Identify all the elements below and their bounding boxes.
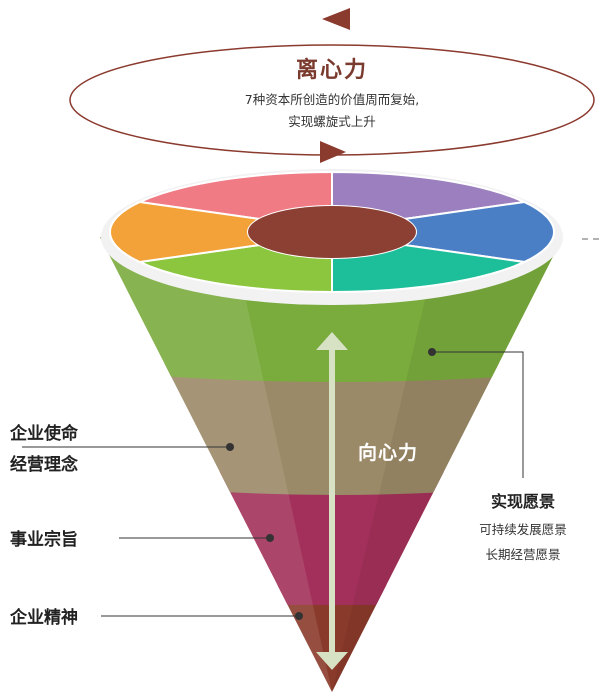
- dot-vision: [428, 348, 436, 356]
- funnel-top-face: [101, 169, 563, 305]
- label-vision-title: 实现愿景: [491, 492, 555, 511]
- centrifugal-desc-line2: 实现螺旋式上升: [288, 114, 376, 129]
- dot-purpose: [266, 534, 274, 542]
- capital-segments: [108, 170, 556, 294]
- label-mission-line1: 企业使命: [9, 423, 79, 444]
- label-vision-line2: 长期经营愿景: [485, 547, 560, 562]
- orbit-arrow-bottom: [320, 141, 346, 163]
- label-purpose: 事业宗旨: [10, 529, 78, 550]
- label-vision-line1: 可持续发展愿景: [479, 522, 567, 537]
- cone-highlight: [100, 237, 332, 692]
- centripetal-arrow: 向心力: [316, 332, 418, 670]
- centrifugal-title: 离心力: [296, 57, 368, 83]
- arrow-shaft: [329, 348, 335, 654]
- center-core: [248, 206, 416, 258]
- arrow-head-up: [316, 332, 348, 350]
- cone-shadow: [332, 237, 563, 692]
- leader-dots: [226, 348, 436, 620]
- orbit-arrow-top: [322, 8, 350, 30]
- label-spirit: 企业精神: [9, 607, 78, 628]
- centripetal-label: 向心力: [358, 441, 418, 464]
- leader-vision: [432, 351, 524, 478]
- leaders: [22, 238, 603, 617]
- dot-mission: [226, 443, 234, 451]
- arrow-head-down: [316, 652, 348, 670]
- centrifugal-desc-line1: 7种资本所创造的价值周而复始,: [245, 92, 419, 107]
- left-labels: 企业使命 经营理念 事业宗旨 企业精神: [9, 423, 79, 628]
- right-label: 实现愿景 可持续发展愿景 长期经营愿景: [479, 492, 567, 562]
- label-mission-line2: 经营理念: [10, 454, 78, 475]
- dot-spirit: [295, 612, 303, 620]
- centrifugal-force-group: 离心力 7种资本所创造的价值周而复始, 实现螺旋式上升: [69, 8, 595, 163]
